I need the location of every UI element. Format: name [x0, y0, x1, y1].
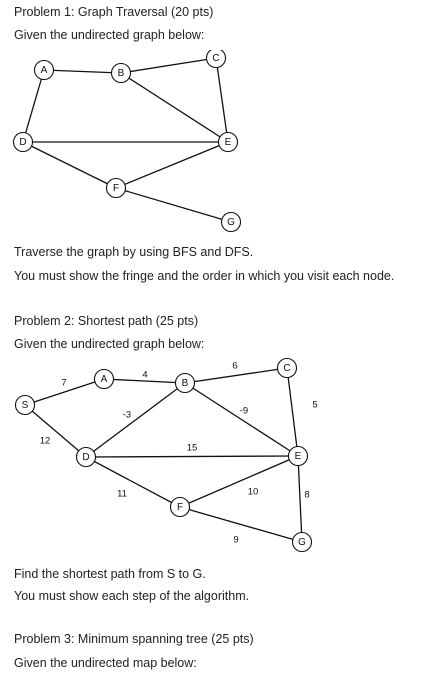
edge-s-d [24, 404, 87, 458]
node-g: G [291, 531, 313, 553]
node-a: A [93, 368, 115, 390]
problem1-title: Problem 1: Graph Traversal (20 pts) [14, 5, 214, 19]
edge-weights: 7 12 4 -3 6 -9 5 15 11 10 9 8 [40, 361, 318, 546]
edge-d-f [85, 456, 181, 508]
node-label-f: F [113, 183, 119, 194]
nodes: S A B C D E F G [14, 357, 313, 553]
edge-b-c [184, 367, 288, 384]
edge-a-b [43, 69, 122, 74]
node-d: D [75, 446, 97, 468]
edge-d-b [85, 382, 186, 458]
edge-a-d [22, 69, 45, 143]
node-g: G [220, 211, 242, 233]
node-label-b: B [182, 378, 189, 389]
edge-weight-d-e: 15 [187, 443, 198, 454]
problem2-intro: Given the undirected graph below: [14, 337, 205, 351]
edges [22, 57, 232, 223]
node-b: B [110, 62, 132, 84]
problem1-intro: Given the undirected graph below: [14, 28, 205, 42]
edge-weight-d-b: -3 [123, 410, 131, 421]
node-f: F [169, 496, 191, 518]
problem1-task-fringe: You must show the fringe and the order i… [14, 269, 395, 283]
node-label-s: S [22, 400, 29, 411]
edge-d-f [22, 141, 117, 189]
node-label-c: C [283, 363, 290, 374]
node-b: B [174, 372, 196, 394]
edge-c-e [286, 367, 299, 457]
node-label-c: C [212, 53, 219, 64]
edge-weight-d-f: 11 [117, 489, 127, 500]
edge-weight-f-g: 9 [233, 535, 238, 546]
edge-f-e [115, 141, 229, 189]
problem3-title: Problem 3: Minimum spanning tree (25 pts… [14, 632, 254, 646]
shortest-path-diagram: 7 12 4 -3 6 -9 5 15 11 10 9 8 S A B C D E F G [14, 357, 318, 553]
node-d: D [12, 131, 34, 153]
node-f: F [105, 177, 127, 199]
edge-weight-a-b: 4 [142, 370, 147, 381]
graph-traversal-diagram: A B C D E F G [12, 50, 242, 233]
problem2-title: Problem 2: Shortest path (25 pts) [14, 314, 199, 328]
edge-b-c [120, 57, 217, 74]
edge-d-e [85, 455, 299, 458]
edge-s-a [24, 378, 105, 406]
problem1-task-bfs-dfs: Traverse the graph by using BFS and DFS. [14, 245, 254, 259]
node-label-d: D [19, 137, 26, 148]
node-label-g: G [298, 537, 306, 548]
node-label-e: E [225, 137, 232, 148]
problem3-intro: Given the undirected map below: [14, 656, 197, 670]
node-a: A [33, 59, 55, 81]
edge-weight-b-c: 6 [232, 361, 237, 372]
edge-weight-e-g: 8 [304, 490, 309, 501]
node-c: C [276, 357, 298, 379]
node-label-d: D [82, 452, 89, 463]
node-label-g: G [227, 217, 235, 228]
edge-weight-f-e: 10 [248, 487, 259, 498]
nodes: A B C D E F G [12, 50, 242, 233]
problem2-task-show-steps: You must show each step of the algorithm… [14, 589, 250, 603]
edge-b-e [120, 72, 229, 143]
edge-weight-b-e: -9 [240, 406, 248, 417]
edge-weight-s-a: 7 [61, 378, 66, 389]
edge-b-e [184, 382, 299, 457]
edge-f-e [179, 455, 299, 508]
edge-f-g [115, 187, 232, 223]
node-e: E [287, 445, 309, 467]
node-label-b: B [118, 68, 125, 79]
node-label-e: E [295, 451, 302, 462]
edge-c-e [215, 57, 229, 143]
node-label-a: A [41, 65, 48, 76]
problem2-task-shortest-path: Find the shortest path from S to G. [14, 567, 206, 581]
edge-e-g [297, 455, 303, 543]
node-label-f: F [177, 502, 183, 513]
edge-a-b [103, 378, 186, 384]
edge-weight-c-e: 5 [312, 400, 317, 411]
node-s: S [14, 394, 36, 416]
node-e: E [217, 131, 239, 153]
edge-weight-s-d: 12 [40, 436, 51, 447]
node-c: C [205, 50, 227, 69]
edges [24, 367, 303, 543]
node-label-a: A [101, 374, 108, 385]
edge-f-g [179, 506, 303, 543]
